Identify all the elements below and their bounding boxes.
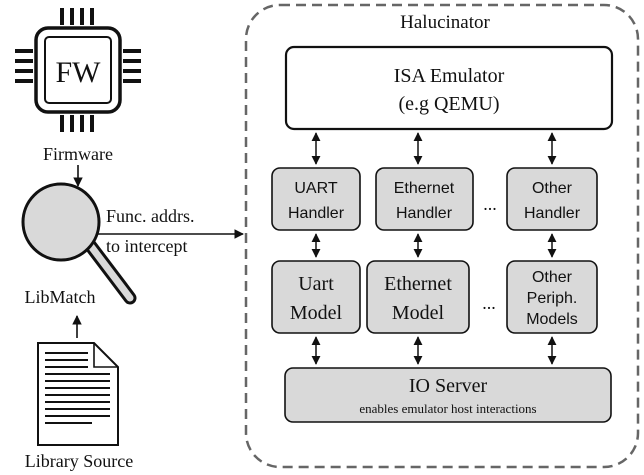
isa-emulator-subtitle: (e.g QEMU): [398, 93, 499, 115]
halucinator-container: [244, 3, 640, 469]
handler-model-arrows: [311, 233, 557, 258]
uart-model-line2: Model: [290, 302, 343, 324]
model-io-arrows: [311, 336, 557, 365]
firmware-chip-text: FW: [56, 56, 102, 89]
uart-model-line1: Uart: [298, 273, 334, 295]
ethernet-model-box: [366, 260, 470, 334]
ethernet-model-line2: Model: [392, 302, 445, 324]
model-ellipsis: ...: [482, 293, 496, 313]
ethernet-handler-line2: Handler: [396, 205, 453, 222]
magnifier-icon: [21, 182, 137, 305]
other-handler-line2: Handler: [524, 205, 581, 222]
other-model-line2: Periph.: [527, 290, 578, 307]
io-server-box: [284, 367, 612, 423]
ethernet-handler-box: [375, 167, 474, 231]
halucinator-title: Halucinator: [400, 12, 490, 33]
io-server-title: IO Server: [409, 375, 488, 397]
other-handler-box: [506, 167, 598, 231]
intercept-label-line2: to intercept: [106, 236, 187, 256]
uart-handler-box: [271, 167, 361, 231]
uart-handler-line2: Handler: [288, 205, 345, 222]
isa-emulator-box: [284, 45, 614, 131]
other-handler-line1: Other: [532, 180, 573, 197]
uart-model-box: [271, 260, 361, 334]
firmware-chip-icon: [15, 8, 141, 132]
handler-ellipsis: ...: [483, 194, 497, 214]
other-model-line1: Other: [532, 269, 573, 286]
io-server-subtitle: enables emulator host interactions: [359, 401, 536, 416]
library-source-label: Library Source: [25, 451, 133, 471]
ethernet-model-line1: Ethernet: [384, 273, 452, 295]
firmware-label: Firmware: [43, 144, 113, 164]
ethernet-handler-line1: Ethernet: [394, 180, 455, 197]
document-icon: [37, 342, 119, 446]
libmatch-label: LibMatch: [25, 287, 96, 307]
isa-handler-arrows: [311, 132, 557, 165]
other-model-line3: Models: [526, 311, 578, 328]
isa-emulator-title: ISA Emulator: [394, 65, 505, 87]
uart-handler-line1: UART: [294, 180, 337, 197]
other-model-box: [506, 260, 598, 334]
intercept-label-line1: Func. addrs.: [106, 206, 195, 226]
